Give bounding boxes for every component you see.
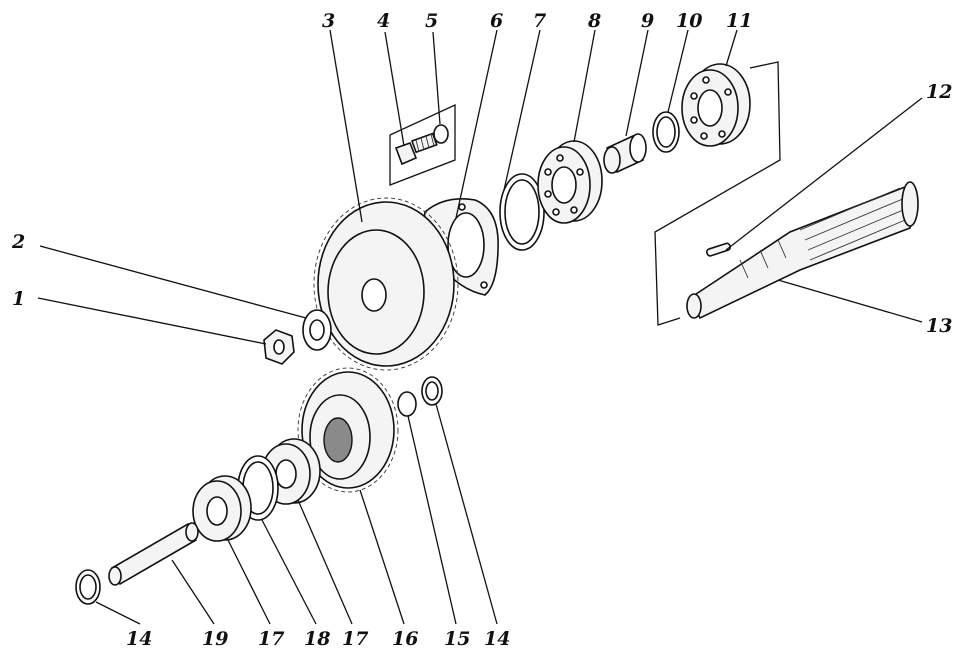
callout-8: 8 xyxy=(587,10,601,32)
key-part xyxy=(705,242,732,257)
large-gear-part-3 xyxy=(313,197,459,371)
bracket-shaft-group xyxy=(654,61,781,326)
bushing-part xyxy=(603,133,647,174)
flat-washer-part xyxy=(302,309,332,351)
washer-part-15 xyxy=(397,391,417,417)
callout-6: 6 xyxy=(490,10,503,32)
circlip-part-14-upper xyxy=(421,376,443,406)
callout-12: 12 xyxy=(926,81,952,103)
callout-17-lower: 17 xyxy=(258,628,284,650)
callout-14-lower: 14 xyxy=(126,628,152,650)
snap-ring-10-part xyxy=(652,111,680,153)
callout-11: 11 xyxy=(726,10,752,32)
callout-15: 15 xyxy=(444,628,470,650)
snap-ring-large-part xyxy=(499,173,545,251)
bracket-bolt-group xyxy=(389,103,456,186)
callout-7: 7 xyxy=(533,10,546,32)
callout-3: 3 xyxy=(322,10,335,32)
callout-labels: 1 2 3 4 5 6 7 8 9 10 11 12 13 14 19 17 1… xyxy=(11,10,952,650)
leader-lines xyxy=(37,29,923,625)
callout-18: 18 xyxy=(304,628,330,650)
callout-1: 1 xyxy=(12,288,25,310)
medium-gear-part-16 xyxy=(297,367,399,493)
nut-part xyxy=(263,329,295,365)
callout-5: 5 xyxy=(425,10,438,32)
callout-2: 2 xyxy=(11,231,25,253)
callout-13: 13 xyxy=(926,315,952,337)
callout-4: 4 xyxy=(377,10,390,32)
callout-19: 19 xyxy=(202,628,228,650)
callout-10: 10 xyxy=(676,10,702,32)
callout-16: 16 xyxy=(392,628,418,650)
axle-pin-part xyxy=(108,522,199,586)
callout-17-upper: 17 xyxy=(342,628,368,650)
bearing-part-11 xyxy=(681,63,751,147)
callout-14-upper: 14 xyxy=(484,628,510,650)
circlip-part-14-lower xyxy=(75,569,101,605)
bearing-part-17-lower xyxy=(192,475,252,542)
main-shaft-part xyxy=(686,181,919,320)
bearing-part-8 xyxy=(537,140,603,224)
callout-9: 9 xyxy=(641,10,654,32)
spring-washer-part xyxy=(433,124,449,144)
flange-plate-part xyxy=(423,198,499,296)
